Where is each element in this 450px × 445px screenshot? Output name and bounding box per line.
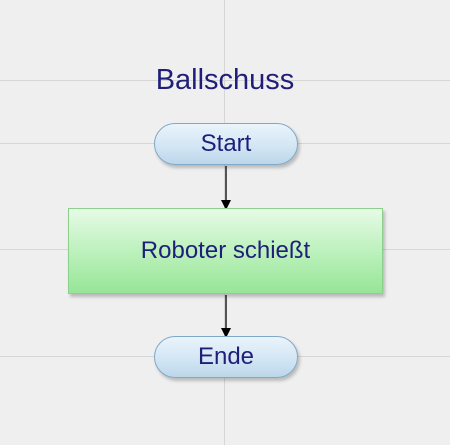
end-node[interactable]: Ende bbox=[154, 336, 298, 378]
process-node-label: Roboter schießt bbox=[140, 237, 311, 264]
diagram-title: Ballschuss bbox=[155, 64, 295, 96]
end-node-label: Ende bbox=[197, 343, 255, 370]
start-node[interactable]: Start bbox=[154, 123, 298, 165]
process-node[interactable]: Roboter schießt bbox=[68, 208, 383, 294]
grid-line-h bbox=[0, 80, 450, 81]
start-node-label: Start bbox=[200, 130, 252, 157]
